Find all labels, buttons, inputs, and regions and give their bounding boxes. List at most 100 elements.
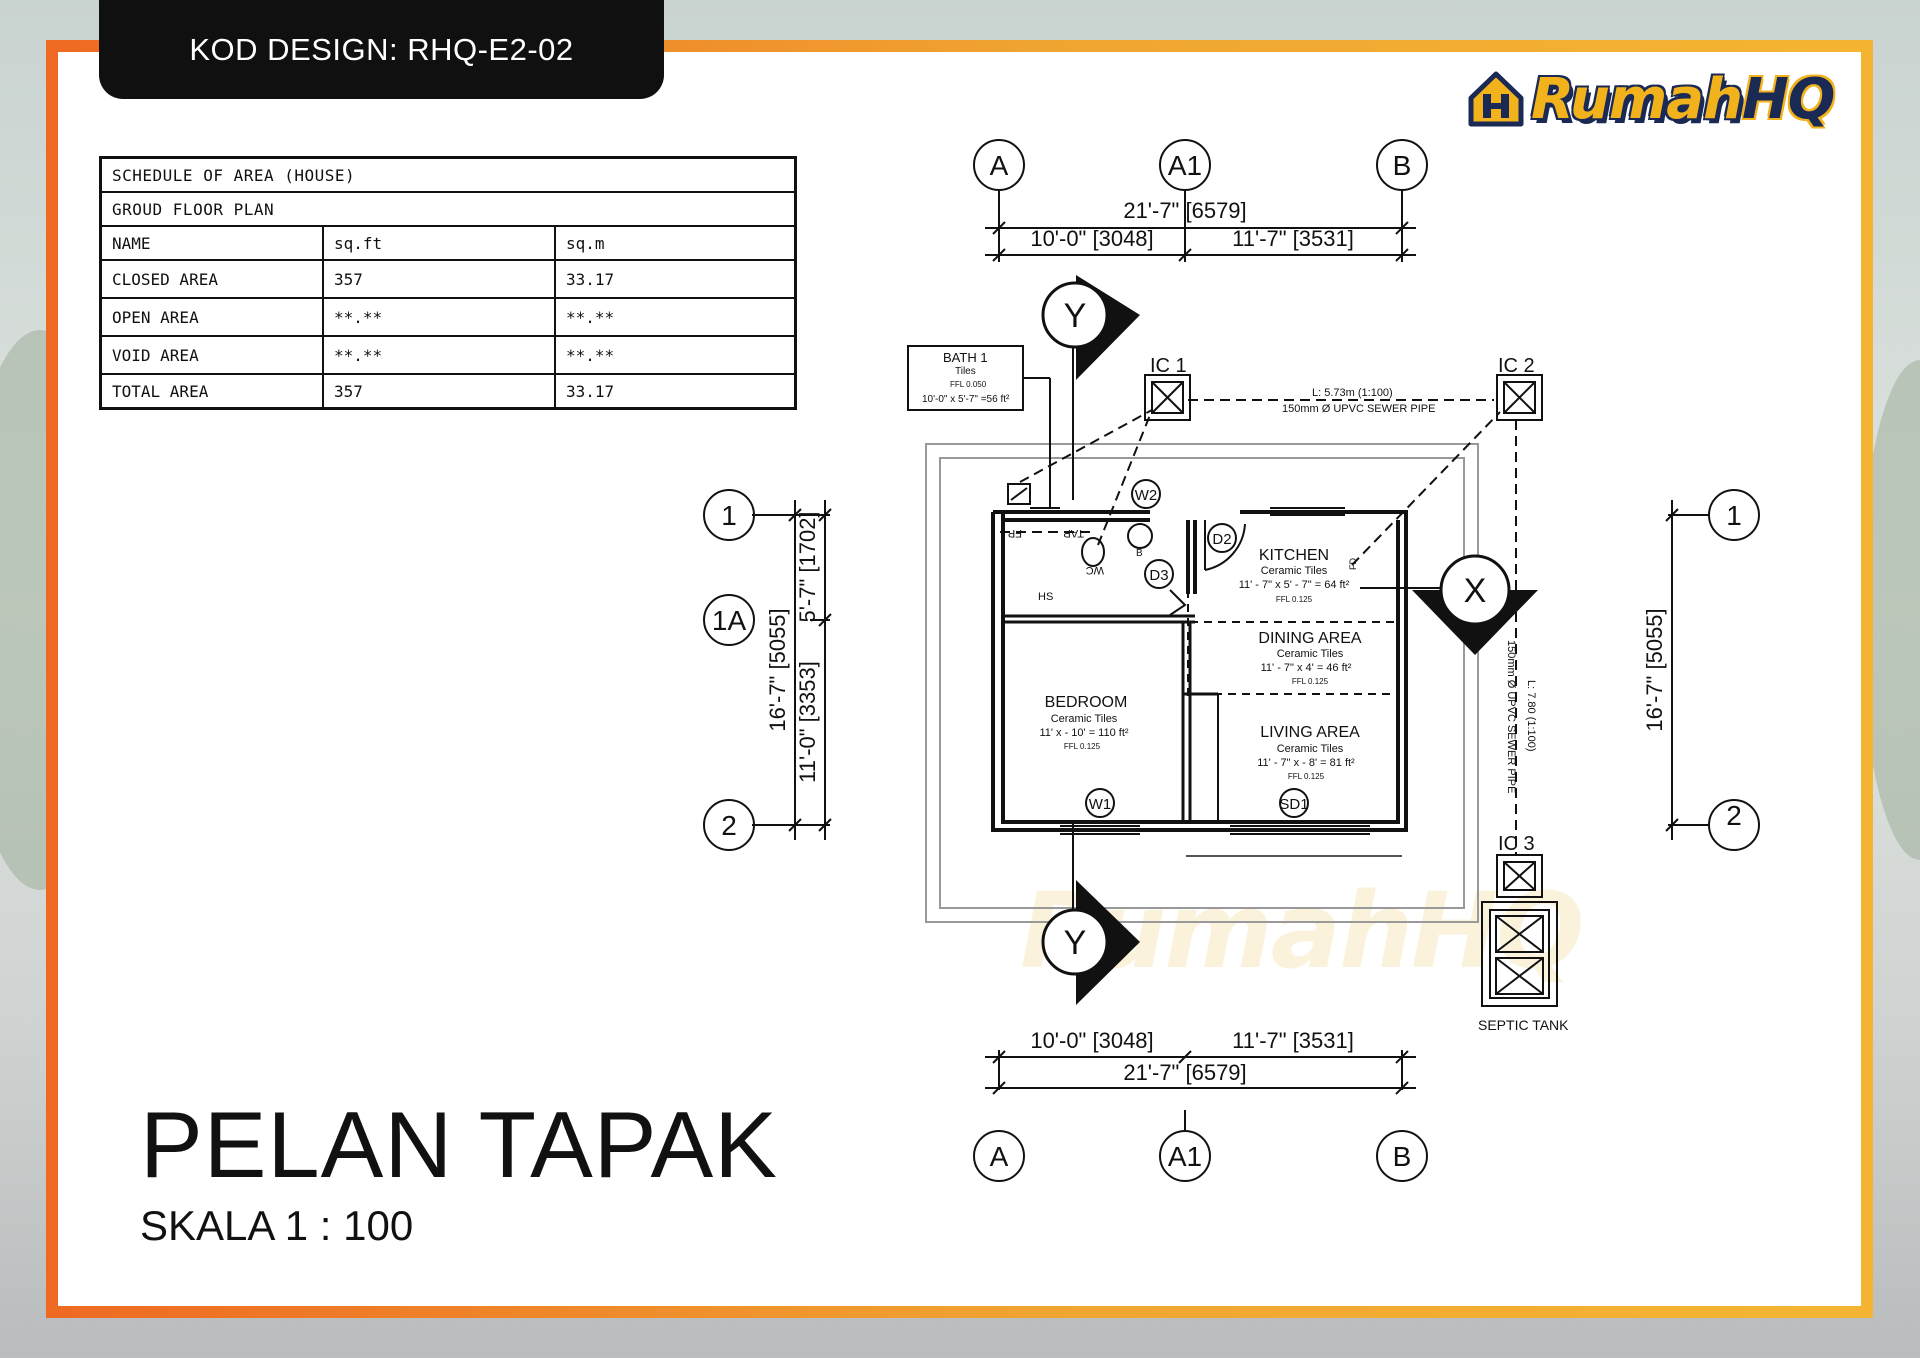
room-finish: Ceramic Tiles xyxy=(1277,743,1344,755)
room-divider-dashed xyxy=(1186,520,1398,700)
tag-sd1 xyxy=(1279,788,1309,818)
room-ffl: FFL 0.125 xyxy=(1292,677,1329,686)
septic-tank-icon xyxy=(1481,901,1558,1007)
dimension-lines-left xyxy=(752,500,832,840)
grid-b-bottom: B xyxy=(1393,1141,1412,1172)
room-kitchen: KITCHEN Ceramic Tiles 11' - 7" x 5' - 7"… xyxy=(1239,547,1350,604)
cell-sqm: 33.17 xyxy=(554,373,797,410)
cell-sqft: 357 xyxy=(322,373,556,410)
table-row: CLOSED AREA 357 33.17 xyxy=(99,259,797,299)
grid-1-left: 1 xyxy=(721,500,737,531)
logo-wordmark: RumahHQ xyxy=(1531,66,1835,132)
floor-trap-icon xyxy=(1007,483,1031,505)
section-y-bottom-label: Y xyxy=(1064,924,1087,962)
pipe-top-length: L: 5.73m (1:100) xyxy=(1312,387,1393,399)
design-code: KOD DESIGN: RHQ-E2-02 xyxy=(189,31,574,67)
tag-w2-label: W2 xyxy=(1135,487,1158,504)
label-ic2: IC 2 xyxy=(1498,355,1535,377)
label-septic-tank: SEPTIC TANK xyxy=(1478,1017,1569,1033)
cell-name: OPEN AREA xyxy=(99,297,324,337)
cell-sqft: **.** xyxy=(322,335,556,375)
cell-name: TOTAL AREA xyxy=(99,373,324,410)
room-living-area: LIVING AREA Ceramic Tiles 11' - 7" x - 8… xyxy=(1257,724,1360,781)
dim-overall-width-bottom: 21'-7" [6579] xyxy=(1123,1060,1246,1085)
dim-left-bay-top: 10'-0" [3048] xyxy=(1030,226,1153,251)
room-name: KITCHEN xyxy=(1259,547,1329,564)
dim-bay-1a-2: 11'-0" [3353] xyxy=(795,661,820,783)
inspection-chamber-ic2 xyxy=(1496,374,1543,421)
grid-bubble-a1-bottom xyxy=(1159,1130,1211,1182)
grid-1a-left: 1A xyxy=(712,605,747,636)
tag-sd1-label: SD1 xyxy=(1279,796,1308,813)
dimension-lines-bottom xyxy=(985,1050,1416,1130)
room-name: LIVING AREA xyxy=(1260,724,1360,741)
dim-bay-1-1a: 5'-7" [1702] xyxy=(795,511,820,622)
tag-w1-label: W1 xyxy=(1089,796,1112,813)
room-finish: Ceramic Tiles xyxy=(1261,565,1328,577)
area-schedule-table: SCHEDULE OF AREA (HOUSE) GROUD FLOOR PLA… xyxy=(99,156,797,410)
room-bedroom: BEDROOM Ceramic Tiles 11' x - 10' = 110 … xyxy=(1039,694,1128,751)
inspection-chamber-ic1 xyxy=(1144,374,1191,421)
grid-a1-top: A1 xyxy=(1168,150,1202,181)
logo-brand-suffix: HQ xyxy=(1741,66,1835,132)
table-row: VOID AREA **.** **.** xyxy=(99,335,797,375)
bath-name: BATH 1 xyxy=(943,350,988,365)
grid-a-top: A xyxy=(990,150,1009,181)
grid-bubble-1a-left xyxy=(703,594,755,646)
table-row: TOTAL AREA 357 33.17 xyxy=(99,373,797,410)
site-boundary xyxy=(925,443,1479,923)
room-dining-area: DINING AREA Ceramic Tiles 11' - 7" x 4' … xyxy=(1258,630,1361,686)
cell-sqm: **.** xyxy=(554,335,797,375)
dim-overall-width-top: 21'-7" [6579] xyxy=(1123,198,1246,223)
cell-name: CLOSED AREA xyxy=(99,259,324,299)
tag-d3 xyxy=(1144,559,1174,589)
label-b: B xyxy=(1136,548,1143,559)
floor-trap-mark xyxy=(1010,487,1028,501)
cell-sqft: 357 xyxy=(322,259,556,299)
column-header: sq.ft xyxy=(322,225,556,261)
section-marker-bottom-y xyxy=(1041,822,1140,1005)
room-finish: Ceramic Tiles xyxy=(1277,648,1344,660)
setback-line xyxy=(939,457,1465,909)
grid-2-right: 2 xyxy=(1726,800,1742,831)
section-marker-top-y xyxy=(1041,275,1140,500)
door-d3 xyxy=(1169,589,1187,616)
dim-overall-depth-left: 16'-7" [5055] xyxy=(765,608,790,731)
pipe-side-length: L: 7.80 (1:100) xyxy=(1525,680,1537,752)
grid-1-right: 1 xyxy=(1726,500,1742,531)
bath-area: 10'-0" x 5'-7" =56 ft² xyxy=(922,394,1010,405)
schedule-subtitle: GROUD FLOOR PLAN xyxy=(99,191,797,227)
section-x-label: X xyxy=(1464,572,1487,610)
title-block: PELAN TAPAK SKALA 1 : 100 xyxy=(140,1098,778,1250)
pipe-top-description: 150mm Ø UPVC SEWER PIPE xyxy=(1282,403,1435,415)
room-area: 11' x - 10' = 110 ft² xyxy=(1039,727,1128,739)
grid-bubble-a-bottom xyxy=(973,1130,1025,1182)
room-name: DINING AREA xyxy=(1258,630,1361,647)
windows xyxy=(1030,507,1370,835)
grid-bubble-b-bottom xyxy=(1376,1130,1428,1182)
tag-d2 xyxy=(1207,523,1237,553)
tag-w1 xyxy=(1085,788,1115,818)
dim-overall-depth-right: 16'-7" [5055] xyxy=(1642,608,1667,731)
section-y-top-label: Y xyxy=(1064,297,1087,335)
dim-left-bay-bottom: 10'-0" [3048] xyxy=(1030,1028,1153,1053)
schedule-title: SCHEDULE OF AREA (HOUSE) xyxy=(99,156,797,193)
room-finish: Ceramic Tiles xyxy=(1051,713,1118,725)
label-wc: WC xyxy=(1086,564,1104,576)
grid-2-left: 2 xyxy=(721,810,737,841)
drawing-title: PELAN TAPAK xyxy=(140,1092,778,1197)
basin-icon xyxy=(1127,523,1153,549)
dimension-lines-top xyxy=(985,190,1416,262)
room-ffl: FFL 0.125 xyxy=(1064,742,1101,751)
grid-bubbles xyxy=(703,139,1760,1182)
grid-a1-bottom: A1 xyxy=(1168,1141,1202,1172)
door-swing-d2 xyxy=(1204,520,1246,571)
section-marker-x xyxy=(1360,554,1538,655)
tag-d3-label: D3 xyxy=(1149,567,1168,584)
tag-d2-label: D2 xyxy=(1212,531,1231,548)
table-row: OPEN AREA **.** **.** xyxy=(99,297,797,337)
label-fp: FP xyxy=(1008,527,1022,539)
tag-w2 xyxy=(1131,479,1161,509)
cell-name: VOID AREA xyxy=(99,335,324,375)
